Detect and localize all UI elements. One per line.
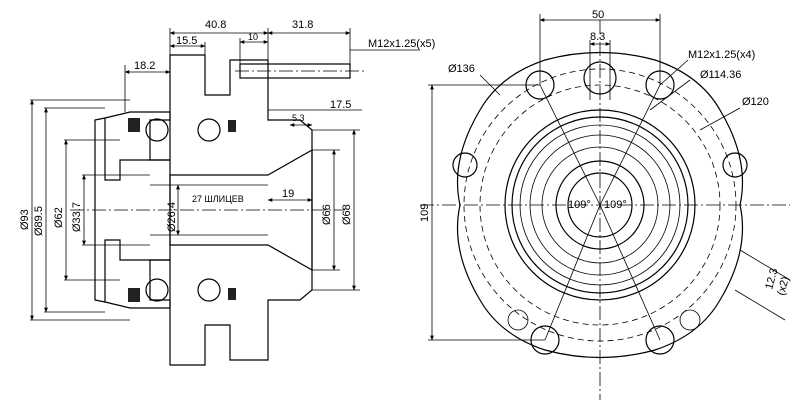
radial-line <box>539 84 601 206</box>
dim-d66-label: Ø66 <box>321 204 333 225</box>
thread-label: M12x1.25(x5) <box>368 38 435 50</box>
d120-leader <box>699 107 741 131</box>
ext-line <box>734 289 786 321</box>
hub-outer <box>504 109 696 301</box>
dim-d68-label: Ø68 <box>341 204 353 225</box>
bore <box>567 172 633 238</box>
spline-label: 27 ШЛИЦЕВ <box>192 194 244 204</box>
seal-bottom <box>128 288 140 302</box>
ball-bottom-right <box>197 278 221 302</box>
seal-bottom-right <box>228 288 236 300</box>
hole-bottom-left <box>507 309 529 331</box>
outer-ring-top <box>104 111 171 181</box>
dim-10-label: 10 <box>248 32 258 42</box>
angle-label-2: 109° <box>604 199 627 211</box>
side-section-view: 40.8 31.8 15.5 10 18.2 M12x1.25(x5) 17.5… <box>19 19 435 366</box>
ball-top-right <box>197 118 221 142</box>
dim-8-3-label: 8.3 <box>590 31 605 43</box>
dim-d120-label: Ø120 <box>742 96 769 108</box>
dim-d136-label: Ø136 <box>448 63 475 75</box>
hub-ring-1 <box>511 116 689 294</box>
dim-d33-7-label: Ø33.7 <box>71 202 83 232</box>
flange-outline <box>456 51 744 359</box>
radial-line <box>599 84 661 206</box>
dim-d89-5-label: Ø89.5 <box>33 206 45 236</box>
dim-d62-label: Ø62 <box>53 207 65 228</box>
angle-label-1: 109° <box>568 199 591 211</box>
dim-15-5-label: 15.5 <box>176 35 197 47</box>
seal-top <box>128 118 140 132</box>
hole-right <box>722 152 748 178</box>
hole-left <box>452 152 478 178</box>
thread-label-front: M12x1.25(x4) <box>688 49 755 61</box>
dim-18-2-label: 18.2 <box>134 60 155 72</box>
radial-line <box>599 204 661 341</box>
dim-12-3-label: 12.3 <box>763 267 780 291</box>
dim-50-label: 50 <box>592 9 604 21</box>
dim-40-8-label: 40.8 <box>205 19 226 31</box>
hub-ring-5 <box>555 160 645 250</box>
dim-d114-label: Ø114.36 <box>700 69 741 81</box>
seal-top-right <box>228 120 236 132</box>
d114-leader <box>649 79 691 111</box>
dim-109-label: 109 <box>419 204 431 222</box>
dim-d26-4-label: Ø26.4 <box>166 202 178 232</box>
thread-leader-front <box>659 59 689 86</box>
outer-ring-face <box>94 117 106 303</box>
circle-d136 <box>463 68 737 342</box>
circle-d120 <box>479 84 721 326</box>
ball-bottom-left <box>145 278 169 302</box>
hub-ring-4 <box>541 146 659 264</box>
dim-5-3-label: 5.3 <box>292 113 305 123</box>
outer-ring-bottom <box>104 239 171 309</box>
stud-hole-top <box>583 61 617 95</box>
bolt-hole-br <box>645 325 675 355</box>
hub-ring-3 <box>529 134 671 276</box>
hole-bottom-right <box>679 309 701 331</box>
radial-line <box>544 204 601 341</box>
dim-31-8-label: 31.8 <box>292 19 313 31</box>
dim-17-5-label: 17.5 <box>330 99 351 111</box>
ball-top-left <box>145 118 169 142</box>
dim-19-label: 19 <box>282 188 294 200</box>
front-view: 50 8.3 M12x1.25(x4) Ø114.36 Ø120 Ø136 10… <box>419 9 792 400</box>
dim-d93-label: Ø93 <box>19 209 31 230</box>
ext-line <box>739 249 791 281</box>
hub-ring-2 <box>519 124 681 286</box>
dim-x2-label: (x2) <box>775 275 791 296</box>
